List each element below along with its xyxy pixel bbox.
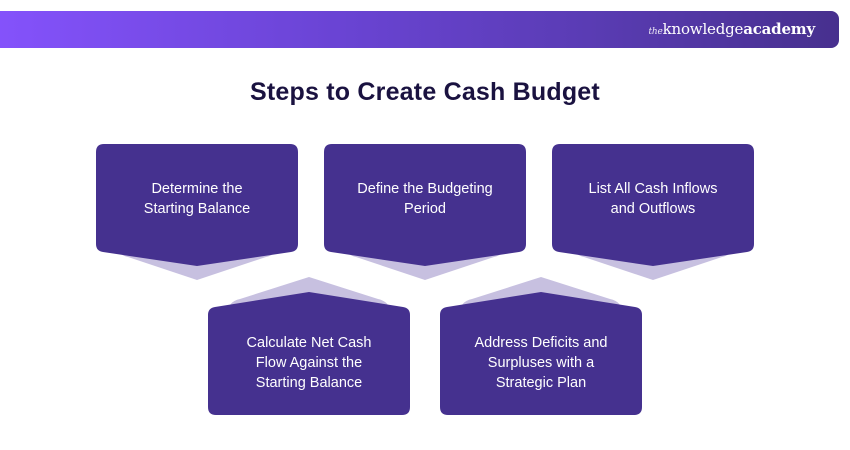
step-card-3: List All Cash Inflows and Outflows [552,144,754,284]
step-label-line: Define the Budgeting [357,181,493,197]
step-label-line: Determine the [151,181,243,197]
step-card-1: Determine the Starting Balance [96,144,298,284]
step-label-line: Starting Balance [143,201,251,217]
page-title: Steps to Create Cash Budget [250,78,600,106]
step-label-line: List All Cash Inflows [588,181,718,197]
card-shape [208,277,410,415]
step-card-2: Define the Budgeting Period [324,144,526,284]
step-label-line: Calculate Net Cash [246,335,372,351]
step-label-line: Address Deficits and [474,335,608,351]
step-label-line: Strategic Plan [495,375,587,391]
step-label-line: Period [404,201,446,217]
step-card-4: Calculate Net Cash Flow Against the Star… [208,277,410,415]
card-shape [96,144,298,280]
card-shape [440,277,642,415]
step-label-line: Flow Against the [255,355,363,371]
step-label-line: Surpluses with a [487,355,595,371]
header-banner: theknowledgeacademy [0,11,839,48]
step-label-line: Starting Balance [255,375,363,391]
step-label-line: and Outflows [610,201,696,217]
card-shape [324,144,526,280]
brand-logo: theknowledgeacademy [648,20,815,38]
step-card-5: Address Deficits and Surpluses with a St… [440,277,642,415]
card-shape [552,144,754,280]
